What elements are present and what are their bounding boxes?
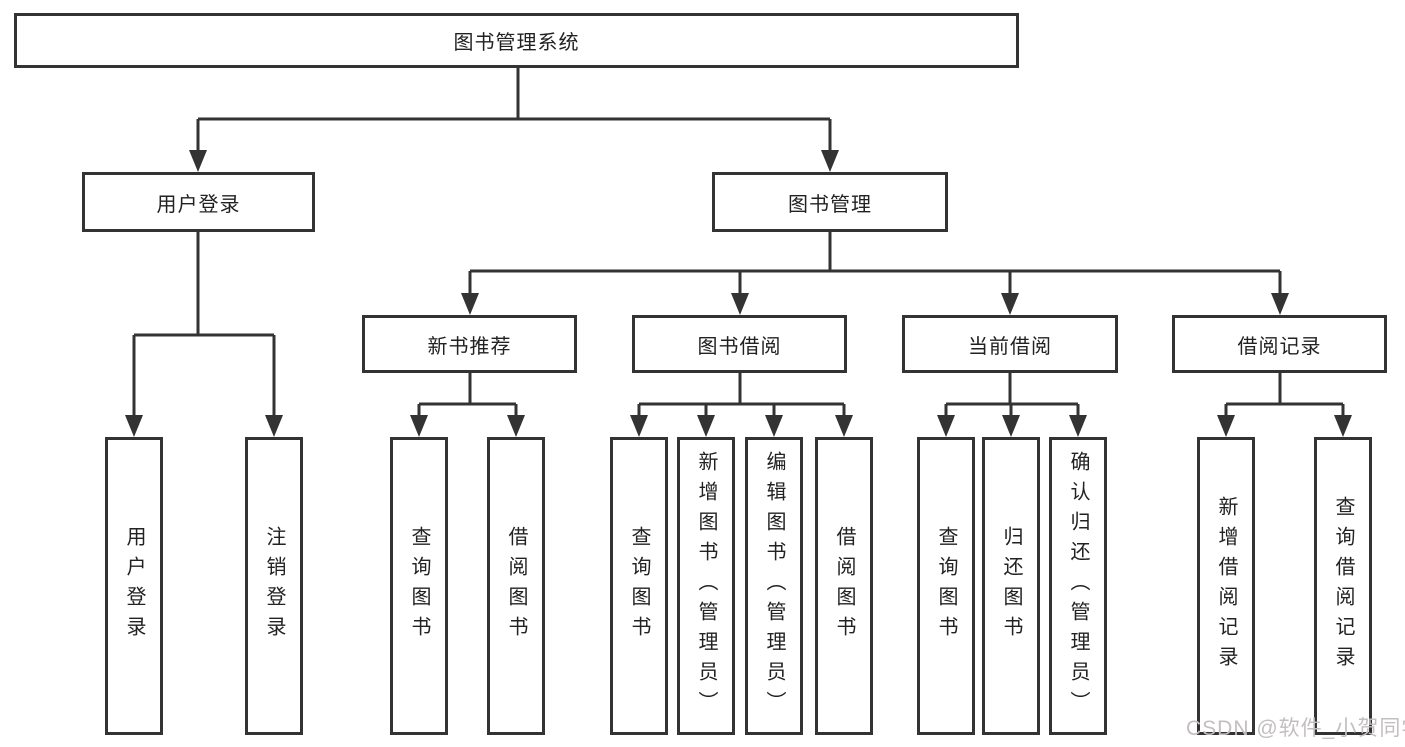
node-label: 查询借阅记录 bbox=[1332, 496, 1354, 676]
node-label: 查询图书 bbox=[628, 526, 650, 646]
node-label: 图书管理系统 bbox=[453, 32, 580, 54]
node-label: 借阅记录 bbox=[1237, 335, 1322, 358]
node-label: 新增图书（管理员） bbox=[695, 451, 717, 721]
leaf-query-borrow-record: 查询借阅记录 bbox=[1314, 437, 1372, 735]
connector-borrow-records-to-leaves bbox=[1217, 373, 1352, 437]
node-label: 新增借阅记录 bbox=[1215, 496, 1237, 676]
node-label: 确认归还（管理员） bbox=[1067, 451, 1089, 721]
node-label: 借阅图书 bbox=[505, 526, 527, 646]
node-label: 用户登录 bbox=[156, 193, 241, 216]
node-label: 归还图书 bbox=[1000, 526, 1022, 646]
leaf-query-books: 查询图书 bbox=[610, 437, 668, 735]
leaf-borrow-books: 借阅图书 bbox=[487, 437, 545, 735]
node-label: 借阅图书 bbox=[833, 526, 855, 646]
connector-book-borrow-to-leaves bbox=[630, 373, 853, 437]
connector-root-to-level2 bbox=[189, 68, 839, 172]
node-user-login: 用户登录 bbox=[82, 172, 315, 232]
node-label: 查询图书 bbox=[935, 526, 957, 646]
connector-user-login-to-leaves bbox=[125, 232, 283, 437]
node-label: 新书推荐 bbox=[427, 335, 512, 358]
node-label: 编辑图书（管理员） bbox=[763, 451, 785, 721]
node-label: 图书管理 bbox=[788, 193, 872, 216]
node-borrow-records: 借阅记录 bbox=[1172, 315, 1387, 373]
node-new-book-recommend: 新书推荐 bbox=[362, 315, 577, 373]
leaf-user-login: 用户登录 bbox=[105, 437, 163, 735]
node-label: 用户登录 bbox=[123, 526, 145, 646]
node-label: 查询图书 bbox=[408, 526, 430, 646]
node-library-management-system: 图书管理系统 bbox=[14, 13, 1019, 68]
csdn-watermark: CSDN @软件_小贺同学 bbox=[1186, 717, 1405, 740]
leaf-query-books: 查询图书 bbox=[917, 437, 975, 735]
leaf-query-books: 查询图书 bbox=[390, 437, 448, 735]
connector-book-management-to-level3 bbox=[461, 232, 1289, 315]
connector-current-borrow-to-leaves bbox=[937, 373, 1087, 437]
node-book-management: 图书管理 bbox=[712, 172, 948, 232]
node-label: 图书借阅 bbox=[697, 335, 782, 358]
leaf-logout: 注销登录 bbox=[245, 437, 303, 735]
node-current-borrow: 当前借阅 bbox=[902, 315, 1118, 373]
leaf-add-borrow-record: 新增借阅记录 bbox=[1197, 437, 1255, 735]
leaf-edit-books-admin: 编辑图书（管理员） bbox=[745, 437, 803, 735]
leaf-add-books-admin: 新增图书（管理员） bbox=[677, 437, 735, 735]
connector-new-book-to-leaves bbox=[410, 373, 525, 437]
node-label: 当前借阅 bbox=[968, 335, 1052, 358]
leaf-confirm-return-admin: 确认归还（管理员） bbox=[1049, 437, 1107, 735]
leaf-borrow-books: 借阅图书 bbox=[815, 437, 873, 735]
leaf-return-books: 归还图书 bbox=[982, 437, 1040, 735]
node-book-borrow: 图书借阅 bbox=[632, 315, 847, 373]
node-label: 注销登录 bbox=[263, 526, 285, 646]
